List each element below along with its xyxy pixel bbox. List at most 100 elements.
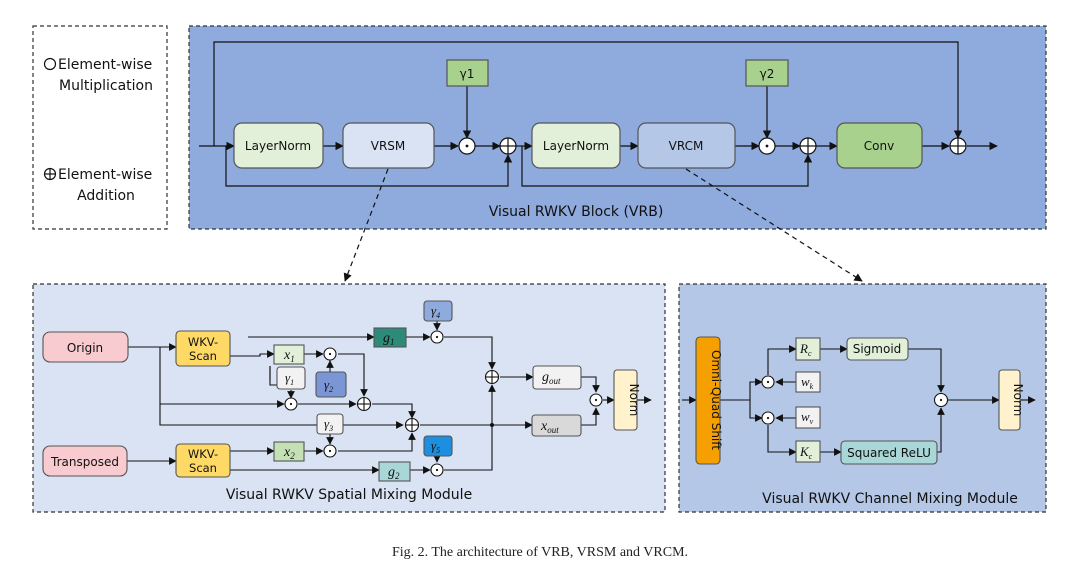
vrb-title: Visual RWKV Block (VRB) <box>489 204 664 220</box>
spatial-mul-gamma1-icon <box>284 397 298 411</box>
g1-label: g1 <box>383 331 395 347</box>
legend-frame <box>32 25 168 230</box>
layernorm2-label: LayerNorm <box>543 139 609 153</box>
x2-label: x2 <box>283 445 295 461</box>
legend-mul-line2: Multiplication <box>59 78 153 94</box>
legend-add-line1: Element-wise <box>58 167 152 183</box>
wkv-scan-origin-box <box>175 330 231 367</box>
wkv-scan-transposed-box <box>175 443 231 478</box>
multiplication-symbol-icon <box>43 57 57 71</box>
spatial-frame <box>32 283 666 513</box>
vrb-block: Visual RWKV Block (VRB) LayerNorm VRSM <box>188 25 1047 230</box>
vrb-mul-op1-icon <box>458 137 476 155</box>
transposed-box <box>42 445 128 477</box>
origin-label: Origin <box>67 341 103 355</box>
origin-box <box>42 331 129 363</box>
junction-dot <box>490 423 494 427</box>
wv-box <box>795 406 821 429</box>
legend-mul-line1: Element-wise <box>58 57 152 73</box>
squared-relu-box <box>840 440 938 465</box>
kc-label: Kc <box>799 444 813 461</box>
vrb-mul-op2-icon <box>758 137 776 155</box>
gamma3-spatial-label: γ3 <box>324 416 333 433</box>
spatial-wires <box>127 321 652 474</box>
channel-frame <box>678 283 1047 513</box>
spatial-add3-icon <box>484 369 500 385</box>
spatial-norm-box <box>613 369 638 431</box>
x1-box <box>273 344 305 365</box>
wk-label: wk <box>801 374 814 391</box>
gamma2-spatial-label: γ2 <box>324 377 333 394</box>
channel-norm-box <box>998 369 1021 431</box>
g2-box <box>378 461 411 482</box>
wv-label: wv <box>801 409 814 426</box>
channel-mul-wk-icon <box>761 375 775 389</box>
kc-box <box>795 440 821 463</box>
layernorm1-label: LayerNorm <box>245 139 311 153</box>
xout-label: xout <box>540 419 559 435</box>
wkv-scan-origin-line1: WKV- <box>188 335 218 349</box>
vrcm-box <box>637 122 736 169</box>
g1-box <box>373 327 407 348</box>
vrsm-label: VRSM <box>371 139 406 153</box>
sigmoid-label: Sigmoid <box>853 342 902 356</box>
spatial-mul-gamma4-icon <box>430 330 444 344</box>
g2-label: g2 <box>388 465 400 481</box>
wkv-scan-origin-line2: Scan <box>189 349 217 363</box>
vrb-add-op1-icon <box>499 137 517 155</box>
gamma1-spatial-box <box>276 366 306 390</box>
spatial-mixing-module: Visual RWKV Spatial Mixing Module <box>32 283 666 513</box>
wk-box <box>795 371 821 393</box>
spatial-title: Visual RWKV Spatial Mixing Module <box>226 487 472 503</box>
spatial-mul-gamma3-icon <box>323 444 337 458</box>
legend: Element-wise Multiplication Element-wise… <box>32 25 168 230</box>
conv-box <box>836 122 923 169</box>
omni-quad-shift-label: Omni-Quad Shift <box>709 350 723 450</box>
vrcm-label: VRCM <box>669 139 704 153</box>
spatial-mul-out-icon <box>589 393 603 407</box>
gamma1-box <box>446 59 489 87</box>
vrcm-zoom-connector <box>685 168 863 282</box>
vrsm-box <box>342 122 435 169</box>
channel-mul-out-icon <box>933 392 949 408</box>
x1-label: x1 <box>283 348 295 364</box>
gamma2-box <box>745 59 789 87</box>
legend-add-line2: Addition <box>77 188 135 204</box>
x2-box <box>273 441 305 462</box>
gout-label: gout <box>542 370 561 386</box>
squared-relu-label: Squared ReLU <box>847 446 931 460</box>
figure-caption: Fig. 2. The architecture of VRB, VRSM an… <box>392 545 688 560</box>
channel-mixing-module: Visual RWKV Channel Mixing Module Omni-Q… <box>678 283 1047 513</box>
wkv-scan-transposed-line2: Scan <box>189 461 217 475</box>
layernorm1-box <box>233 122 324 169</box>
layernorm2-box <box>531 122 621 169</box>
transposed-label: Transposed <box>50 455 119 469</box>
vrb-wires <box>199 41 998 187</box>
channel-title: Visual RWKV Channel Mixing Module <box>762 491 1018 507</box>
gamma5-spatial-label: γ5 <box>431 438 440 455</box>
vrb-add-op2-icon <box>799 137 817 155</box>
gamma2-spatial-box <box>315 371 347 398</box>
addition-symbol-icon <box>43 167 57 181</box>
rc-box <box>795 337 821 361</box>
conv-label: Conv <box>864 139 894 153</box>
omni-quad-shift-box <box>695 336 721 465</box>
gamma4-spatial-label: γ4 <box>431 303 440 320</box>
spatial-mul-gamma5-icon <box>430 463 444 477</box>
channel-wires <box>682 345 1036 456</box>
spatial-mul-x1-icon <box>323 347 337 361</box>
sigmoid-box <box>846 337 909 361</box>
gamma5-spatial-box <box>423 435 453 457</box>
spatial-add2-icon <box>404 417 420 433</box>
gout-box <box>532 365 582 390</box>
spatial-add1-icon <box>356 396 372 412</box>
wkv-scan-transposed-line1: WKV- <box>188 447 218 461</box>
xout-box <box>531 414 582 437</box>
gamma4-spatial-box <box>423 300 453 322</box>
gamma3-spatial-box <box>316 413 344 435</box>
channel-mul-wv-icon <box>761 411 775 425</box>
gamma1-spatial-label: γ1 <box>285 370 294 387</box>
vrb-add-op3-icon <box>949 137 967 155</box>
spatial-norm-label: Norm <box>627 384 641 417</box>
